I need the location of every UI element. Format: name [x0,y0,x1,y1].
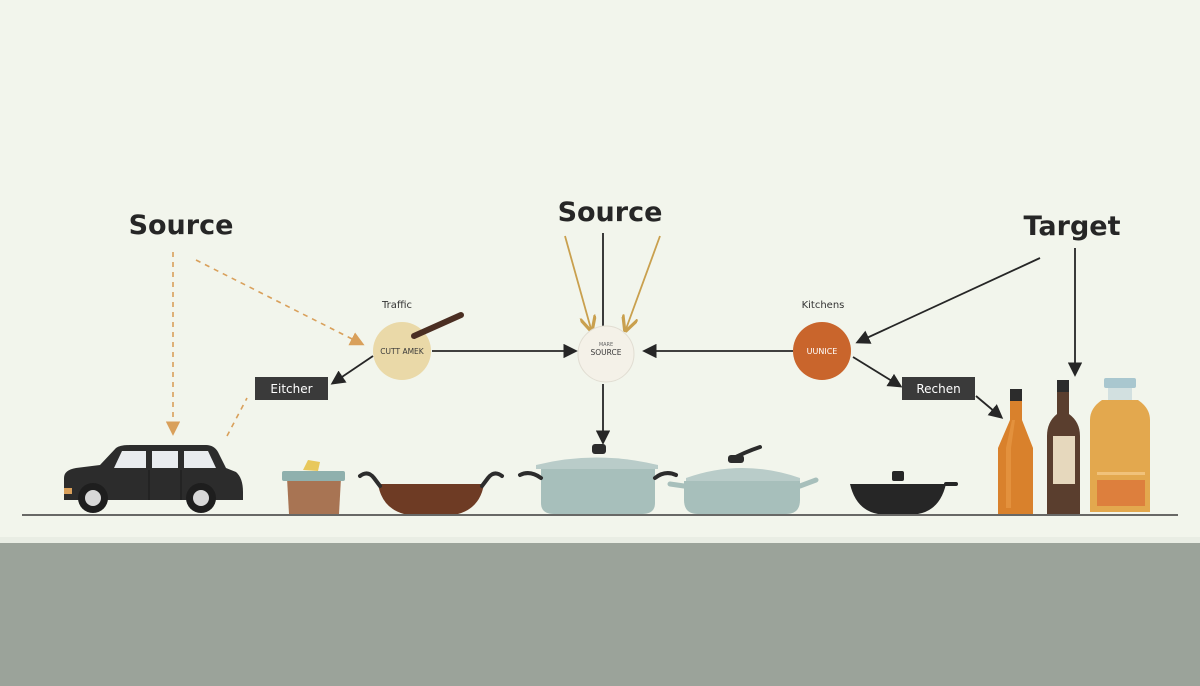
right-label-box-text: Rechen [916,382,960,396]
car-icon [64,445,243,513]
dashed-connector [226,397,248,437]
casserole-icon [667,445,819,514]
heading-source-center: Source [558,197,663,228]
orange-bottle-icon [998,389,1033,514]
floor-edge [0,537,1200,543]
stockpot-icon [518,444,678,514]
heading-target-right: Target [1023,211,1120,242]
right-label-box: Rechen [902,377,975,400]
center-node: MARE SOURCE [577,325,635,383]
left-node: CUTT AMEK [373,312,464,380]
arrow-right-circle-to-box [852,356,903,388]
arrow-left-circle-to-box [330,355,374,385]
heading-source-left: Source [129,210,234,241]
center-node-top-label: MARE [599,342,613,348]
left-label-box: Eitcher [255,377,328,400]
golden-arrow-left [564,235,591,329]
floor [0,541,1200,686]
golden-arrow-right [626,235,661,329]
wok-icon [358,471,504,514]
label-traffic: Traffic [381,300,412,311]
left-node-label: CUTT AMEK [380,347,424,356]
amber-jar-icon [1090,378,1150,512]
arrow-box-to-bottle [975,395,1004,419]
dark-bottle-icon [1047,380,1080,514]
right-node: UUNICE [793,322,851,380]
basket-icon [282,460,345,514]
target-arrow-diagonal [855,257,1041,344]
right-node-label: UUNICE [807,347,838,356]
dashed-arrow-diagonal [195,259,365,346]
label-kitchens: Kitchens [802,300,845,311]
black-pan-icon [850,471,958,514]
spoon-icon [411,312,464,339]
center-node-label: SOURCE [591,348,622,357]
left-label-box-text: Eitcher [270,382,312,396]
